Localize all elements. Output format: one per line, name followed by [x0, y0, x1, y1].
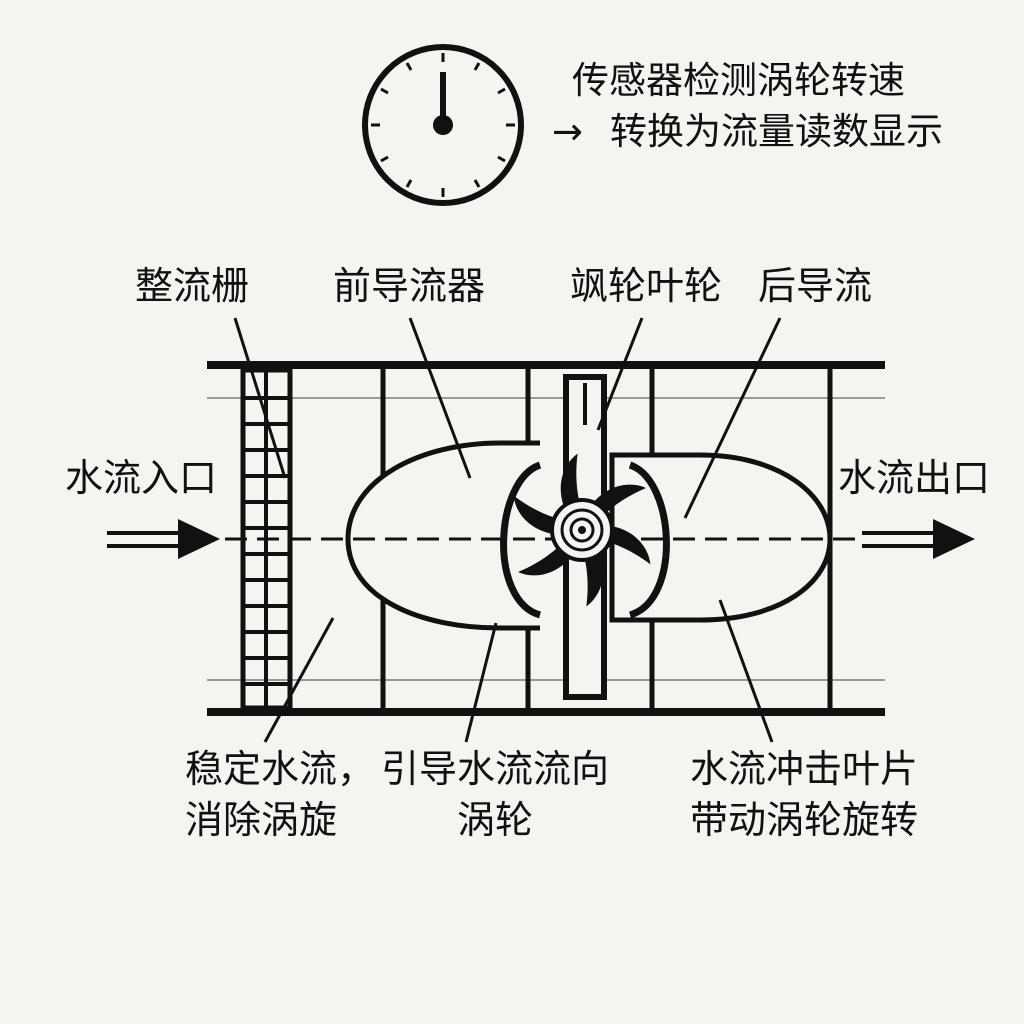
front-guide-body [345, 440, 540, 631]
desc-guide-line1: 引导水流流向 [380, 747, 609, 791]
label-rear-guide: 后导流 [758, 264, 873, 308]
arrow-right-icon: → [552, 110, 584, 153]
desc-rectifier-line1: 稳定水流， [185, 747, 376, 791]
double-arrow-right-icon [107, 519, 220, 559]
desc-impact-line2: 带动涡轮旋转 [690, 798, 919, 842]
desc-impact-line1: 水流冲击叶片 [690, 747, 919, 791]
desc-rectifier-line2: 消除涡旋 [185, 798, 338, 842]
label-front-guide: 前导流器 [333, 264, 486, 308]
label-outlet: 水流出口 [838, 456, 991, 500]
gauge-icon [362, 44, 524, 206]
double-arrow-right-icon [862, 519, 975, 559]
sensor-note-line2: 转换为流量读数显示 [610, 110, 943, 153]
label-inlet: 水流入口 [65, 456, 218, 500]
label-turbine-impeller: 飒轮叶轮 [570, 264, 723, 308]
leader-lines [233, 317, 782, 743]
desc-guide-line2: 涡轮 [456, 798, 533, 842]
turbine-impeller-icon [500, 453, 670, 619]
pipe-walls [207, 361, 885, 716]
sensor-note-line1: 传感器检测涡轮转速 [572, 59, 905, 102]
label-rectifier-grid: 整流栅 [135, 264, 250, 308]
